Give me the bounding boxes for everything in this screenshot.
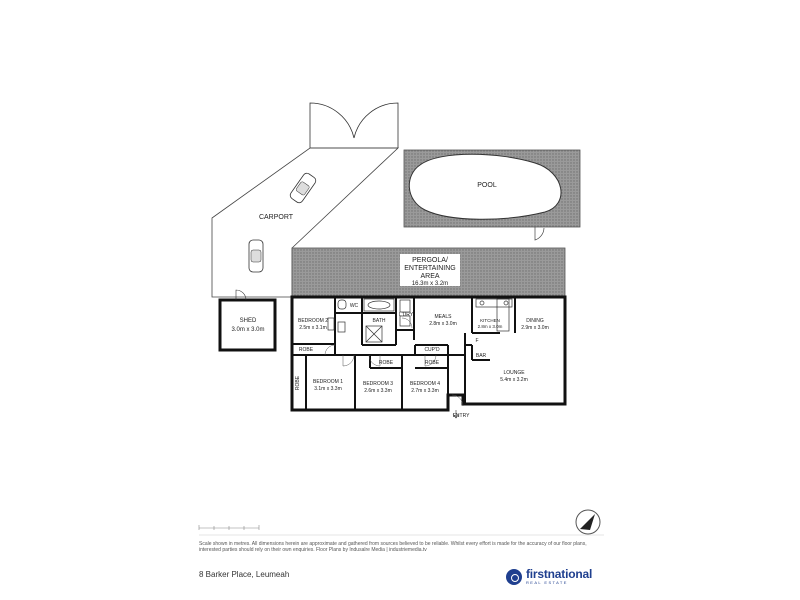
carport-outline — [211, 147, 400, 298]
house-walls — [290, 295, 567, 412]
robe-b3-label: ROBE — [379, 360, 394, 366]
bedroom3-size: 2.6m x 3.3m — [364, 388, 392, 394]
dining-label: DINING — [526, 318, 544, 324]
pergola-label-2: ENTERTAINING — [404, 265, 455, 272]
property-address: 8 Barker Place, Leumeah — [199, 570, 290, 579]
doors — [324, 317, 464, 407]
bath-label: BATH — [373, 318, 386, 324]
meals-label: MEALS — [435, 314, 453, 320]
scale-bar — [198, 525, 260, 530]
fridge-label: F — [475, 338, 478, 344]
bedroom2-size: 2.5m x 3.1m — [299, 325, 327, 331]
pergola-size: 16.3m x 3.2m — [412, 281, 448, 287]
carport-gates — [309, 102, 399, 149]
bedroom4-label: BEDROOM 4 — [410, 381, 440, 387]
pool — [408, 153, 562, 220]
brand-subtitle: REAL ESTATE — [526, 580, 568, 585]
cupd-label: CUP'D — [424, 347, 440, 353]
lounge-label: LOUNGE — [503, 370, 525, 376]
bedroom1-label: BEDROOM 1 — [313, 379, 343, 385]
shed-label: SHED — [240, 318, 257, 324]
bar-label: BAR — [476, 353, 487, 359]
shed-size: 3.0m x 3.0m — [231, 327, 264, 333]
meals-size: 2.8m x 3.0m — [429, 321, 457, 327]
entry-arrow-icon — [452, 410, 460, 419]
brand-text: firstnational REAL ESTATE — [526, 568, 592, 585]
car-icon — [248, 239, 264, 273]
disclaimer-text: Scale shown in metres. All dimensions he… — [199, 541, 587, 554]
entry-label: ENTRY — [453, 413, 471, 419]
interior-walls — [292, 297, 516, 410]
dining-size: 2.9m x 3.0m — [521, 325, 549, 331]
shed — [218, 298, 277, 352]
bedroom4-size: 2.7m x 3.3m — [411, 388, 439, 394]
pool-label: POOL — [477, 182, 497, 189]
lounge-size: 5.4m x 3.2m — [500, 377, 528, 383]
bedroom1-size: 3.1m x 3.3m — [314, 386, 342, 392]
laundry-label: L'DRY — [399, 312, 414, 318]
wc-label: WC — [350, 303, 359, 309]
bedroom3-label: BEDROOM 3 — [363, 381, 393, 387]
brand-logo: firstnational REAL ESTATE — [506, 568, 592, 585]
kitchen-size: 2.8m x 3.0m — [478, 324, 503, 329]
brand-name: firstnational — [526, 567, 593, 581]
north-arrow-icon — [575, 509, 601, 535]
robe-b2-label: ROBE — [299, 347, 314, 353]
shed-door — [235, 289, 247, 301]
pergola-label-1: PERGOLA/ — [412, 257, 448, 264]
bedroom2-label: BEDROOM 2 — [298, 318, 328, 324]
first-national-logo-icon — [506, 568, 522, 585]
bathroom-fixtures — [327, 298, 513, 343]
pergola-label-box — [400, 254, 460, 286]
car-icon — [289, 172, 317, 204]
robe-b1-label: ROBE — [295, 375, 301, 390]
robe-b4-label: ROBE — [425, 360, 440, 366]
pergola-label-3: AREA — [420, 273, 439, 280]
kitchen-label: KITCHEN — [480, 318, 500, 323]
pool-gate — [534, 227, 545, 241]
carport-label: CARPORT — [259, 214, 294, 221]
